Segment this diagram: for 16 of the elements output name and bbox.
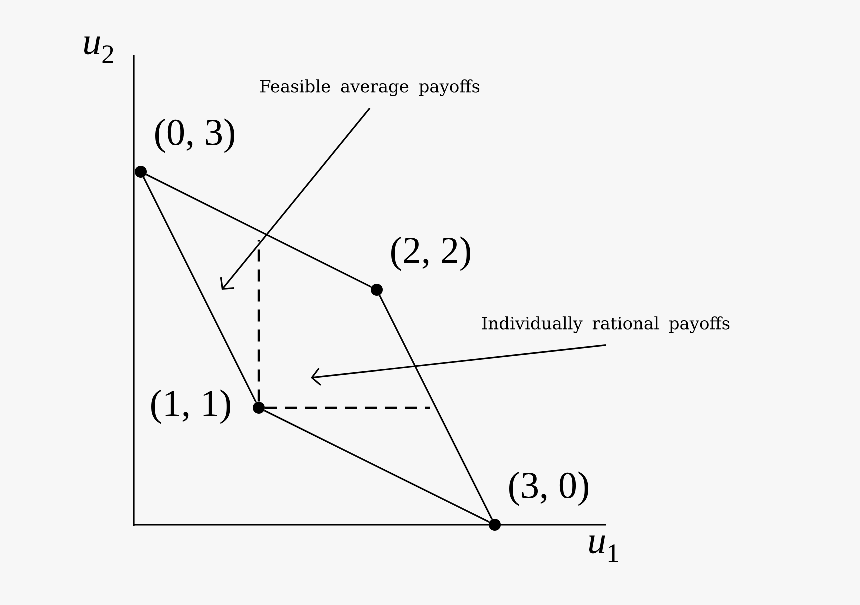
dashed-line	[265, 406, 430, 410]
polygon-side	[264, 410, 490, 523]
leader-arrow	[220, 108, 371, 290]
annotation-text: Individually rational payoffs	[482, 316, 730, 334]
coordinate-label: (2, 2)	[392, 236, 470, 272]
coordinate-label: (1, 1)	[152, 390, 230, 424]
polygon-side	[379, 295, 493, 520]
coordinate-label: (3, 0)	[510, 472, 588, 506]
axis-label: u$_{1}$	[590, 536, 618, 562]
polygon-side	[146, 174, 372, 288]
leader-arrow	[311, 344, 606, 386]
polygon-side	[143, 177, 257, 403]
annotation-text: Feasible average payoffs	[260, 80, 480, 96]
coordinate-label: (0, 3)	[156, 118, 234, 154]
axis-label: u$_{2}$	[84, 36, 114, 64]
dashed-line	[258, 240, 260, 402]
